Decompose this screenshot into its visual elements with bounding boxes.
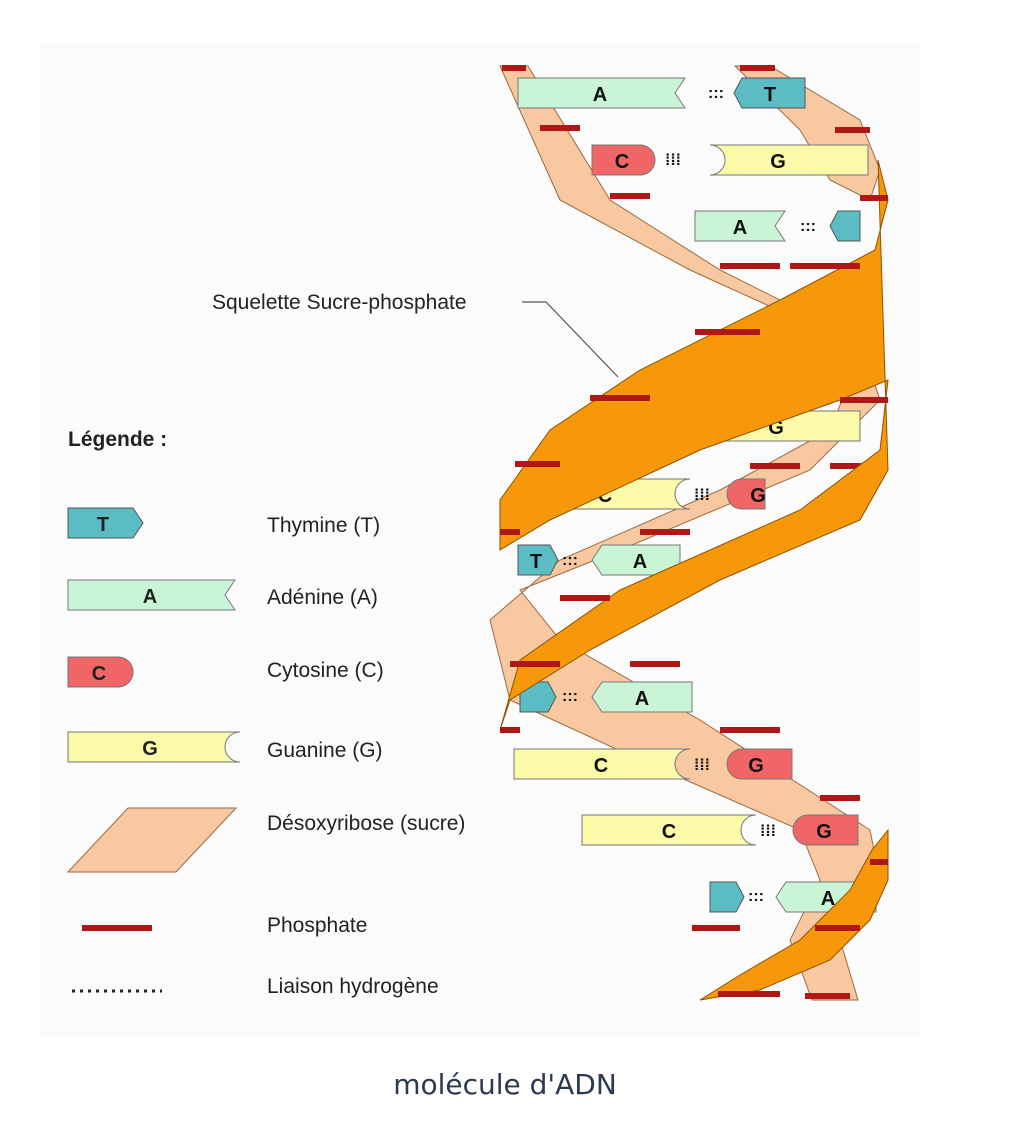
legend-phosphate-label: Phosphate — [267, 914, 367, 937]
thymine-base — [829, 210, 861, 242]
adenine-base — [517, 77, 686, 109]
legend-title: Légende : — [68, 428, 167, 451]
front-strand-segment — [499, 159, 889, 731]
hbond: ::: — [708, 85, 724, 102]
base-pair: A ::: — [694, 210, 861, 242]
base-pair: T ::: A — [517, 544, 681, 576]
svg-text:A: A — [821, 888, 835, 910]
legend-cytosine-letter: C — [92, 663, 106, 685]
hbond: ::: — [562, 552, 578, 569]
svg-text:A: A — [635, 688, 649, 710]
front-strand — [499, 159, 889, 1001]
svg-text:A: A — [733, 217, 747, 239]
cytosine-base — [792, 814, 859, 846]
svg-text:A: A — [633, 551, 647, 573]
figure-caption: molécule d'ADN — [393, 1068, 617, 1101]
legend: Légende : T Thymine (T) A Adénine (A) C … — [66, 428, 465, 998]
svg-text:T: T — [530, 551, 542, 573]
adenine-base — [591, 544, 681, 576]
guanine-base — [709, 144, 869, 176]
dna-diagram: A ::: T C ⁞⁞⁞ G A ::: ::: A — [66, 65, 889, 1001]
legend-thymine-letter: T — [97, 514, 109, 536]
svg-text:G: G — [748, 755, 764, 777]
svg-text:G: G — [770, 151, 786, 173]
guanine-base-left — [581, 814, 757, 846]
legend-adenine-label: Adénine (A) — [267, 586, 378, 609]
legend-guanine-swatch — [67, 731, 241, 763]
legend-cytosine-label: Cytosine (C) — [267, 659, 384, 682]
hbond: ⁞⁞⁞ — [694, 487, 710, 504]
svg-text:A: A — [593, 84, 607, 106]
thymine-base — [517, 544, 559, 576]
base-pair: C ⁞⁞⁞ G — [591, 144, 869, 176]
annotation-leader-line — [522, 301, 619, 378]
front-phosphates — [500, 195, 888, 997]
svg-text:C: C — [594, 755, 608, 777]
svg-text:C: C — [615, 151, 629, 173]
base-pair: C ⁞⁞⁞ G — [581, 814, 859, 846]
adenine-base — [591, 681, 693, 713]
legend-guanine-letter: G — [142, 738, 158, 760]
annotation-label: Squelette Sucre-phosphate — [212, 291, 467, 314]
legend-thymine-swatch — [67, 507, 144, 539]
thymine-base — [519, 681, 557, 713]
legend-sugar-label: Désoxyribose (sucre) — [267, 812, 465, 835]
cytosine-base — [726, 748, 793, 780]
backbone-annotation: Squelette Sucre-phosphate — [212, 291, 619, 378]
cytosine-base — [726, 478, 766, 510]
svg-text:T: T — [764, 84, 776, 106]
svg-text:G: G — [750, 485, 766, 507]
thymine-base — [733, 77, 806, 109]
legend-adenine-letter: A — [143, 586, 157, 608]
front-strand-lower-segment — [699, 828, 889, 1001]
base-pair: A ::: T — [517, 77, 806, 109]
legend-adenine-swatch — [67, 579, 236, 611]
hbond: ⁞⁞⁞ — [665, 152, 681, 169]
hbond: ⁞⁞⁞ — [760, 823, 776, 840]
legend-sugar-swatch — [66, 807, 238, 873]
legend-guanine-label: Guanine (G) — [267, 739, 383, 762]
legend-cytosine-swatch — [67, 656, 134, 688]
hbond: ::: — [562, 688, 578, 705]
legend-hbond-label: Liaison hydrogène — [267, 975, 439, 998]
cytosine-base — [591, 144, 656, 176]
hbond: ::: — [748, 888, 764, 905]
legend-thymine-label: Thymine (T) — [267, 514, 380, 537]
hbond: ::: — [800, 218, 816, 235]
svg-text:G: G — [816, 821, 832, 843]
thymine-base — [709, 881, 745, 913]
base-pair: C ⁞⁞⁞ G — [513, 748, 793, 780]
guanine-base-left — [513, 748, 691, 780]
svg-text:C: C — [662, 821, 676, 843]
hbond: ⁞⁞⁞ — [694, 757, 710, 774]
base-pair: ::: A — [519, 681, 693, 713]
adenine-base — [694, 210, 786, 242]
